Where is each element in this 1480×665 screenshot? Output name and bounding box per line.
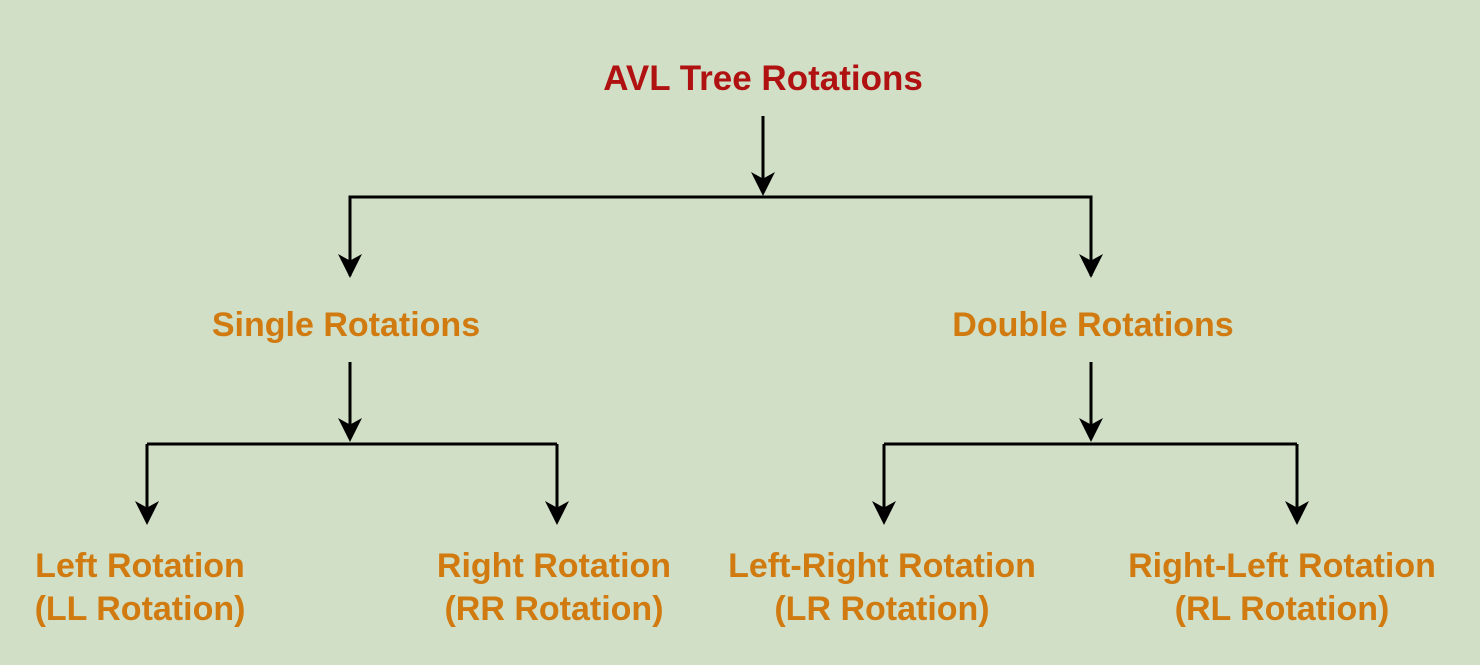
- rr-rotation-node: Right Rotation (RR Rotation): [437, 545, 671, 631]
- root-branch-bar: [348, 195, 1093, 276]
- single-rotations-label: Single Rotations: [211, 306, 481, 344]
- rr-rotation-subtitle: (RR Rotation): [444, 590, 664, 628]
- lr-rotation-subtitle: (LR Rotation): [774, 590, 990, 628]
- rl-rotation-subtitle: (RL Rotation): [1174, 590, 1390, 628]
- ll-rotation-subtitle: (LL Rotation): [34, 590, 246, 628]
- root-node-label: AVL Tree Rotations: [603, 59, 923, 98]
- root-node-title: AVL Tree Rotations: [603, 58, 923, 100]
- lr-rotation-node: Left-Right Rotation (LR Rotation): [728, 545, 1036, 631]
- lr-rotation-title: Left-Right Rotation: [728, 547, 1036, 585]
- double-rotations-label: Double Rotations: [952, 306, 1234, 344]
- rl-rotation-node: Right-Left Rotation (RL Rotation): [1128, 545, 1436, 631]
- double-rotations-node: Double Rotations: [952, 304, 1233, 347]
- single-rotations-node: Single Rotations: [212, 304, 480, 347]
- ll-rotation-node: Left Rotation (LL Rotation): [35, 545, 246, 631]
- rl-rotation-title: Right-Left Rotation: [1128, 547, 1436, 585]
- ll-rotation-title: Left Rotation: [35, 547, 245, 585]
- rr-rotation-title: Right Rotation: [436, 547, 672, 585]
